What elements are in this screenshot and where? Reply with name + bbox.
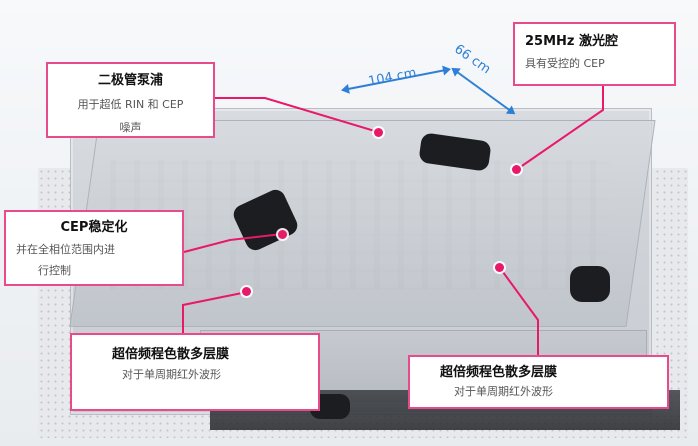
handle-icon xyxy=(570,266,610,302)
callout-cep-stabilization: CEP稳定化 并在全相位范围内进 行控制 xyxy=(4,210,184,286)
callout-title: 25MHz 激光腔 xyxy=(525,34,618,49)
callout-subtitle-line: 行控制 xyxy=(38,264,71,277)
callout-dispersive-mirrors-right: 超倍频程色散多层膜 对于单周期红外波形 xyxy=(408,355,669,409)
marker-dot-icon xyxy=(242,287,251,296)
callout-subtitle-line: 对于单周期红外波形 xyxy=(122,368,221,381)
marker-dot-icon xyxy=(495,263,504,272)
callout-title: 超倍频程色散多层膜 xyxy=(440,365,558,380)
marker-dot-icon xyxy=(278,230,287,239)
callout-subtitle-line: 并在全相位范围内进 xyxy=(16,243,115,256)
marker-dot-icon xyxy=(374,128,383,137)
callout-title: 二极管泵浦 xyxy=(97,73,163,88)
callout-subtitle-line: 噪声 xyxy=(119,121,142,134)
callout-subtitle-line: 对于单周期红外波形 xyxy=(454,385,553,398)
callout-dispersive-mirrors-left: 超倍频程色散多层膜 对于单周期红外波形 xyxy=(70,333,320,411)
marker-dot-icon xyxy=(512,165,521,174)
callout-title: 超倍频程色散多层膜 xyxy=(112,347,230,362)
callout-laser-cavity: 25MHz 激光腔 具有受控的 CEP xyxy=(513,22,676,86)
callout-diode-pump: 二极管泵浦 用于超低 RIN 和 CEP 噪声 xyxy=(46,62,215,138)
callout-subtitle-line: 用于超低 RIN 和 CEP xyxy=(77,98,184,111)
callout-title: CEP稳定化 xyxy=(60,220,128,235)
callout-subtitle-line: 具有受控的 CEP xyxy=(525,57,605,70)
